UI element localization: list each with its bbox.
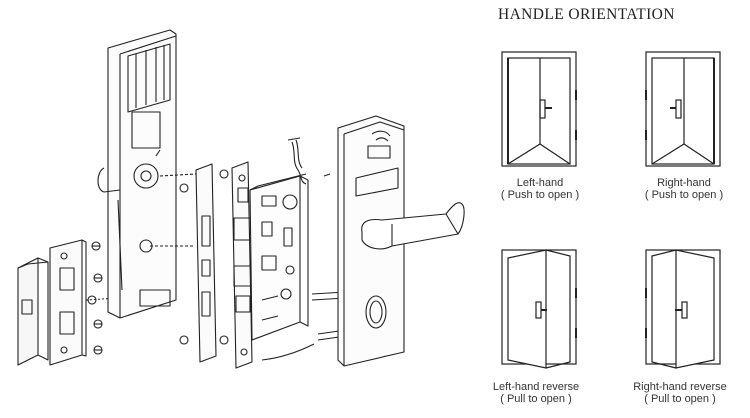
spindle-cables — [150, 149, 197, 247]
exploded-lock-assembly-diagram — [17, 29, 465, 369]
door-diagram-right-hand — [645, 51, 721, 167]
door-label: Left-hand — [516, 177, 564, 189]
door-diagram-left-hand — [501, 51, 577, 167]
caption-right-hand-reverse: Right-hand reverse ( Pull to open ) — [605, 381, 750, 405]
handle-orientation-title: HANDLE ORIENTATION — [498, 6, 675, 23]
mortise-body — [249, 173, 309, 341]
caption-right-hand: Right-hand ( Push to open ) — [609, 177, 750, 201]
strike-plate — [49, 239, 87, 366]
caption-left-hand-reverse: Left-hand reverse ( Pull to open ) — [461, 381, 611, 405]
caption-left-hand: Left-hand ( Push to open ) — [465, 177, 615, 201]
door-label: Left-hand reverse — [492, 381, 580, 393]
outer-escutcheon — [337, 115, 465, 367]
door-label: Right-hand — [657, 177, 711, 189]
escutcheon-screws — [179, 169, 229, 345]
door-diagram-right-hand-reverse — [645, 249, 721, 369]
door-sublabel: ( Pull to open ) — [644, 393, 716, 405]
door-sublabel: ( Push to open ) — [500, 189, 580, 201]
door-sublabel: ( Pull to open ) — [500, 393, 572, 405]
strike-screws — [85, 241, 119, 355]
mortise-front-plate — [231, 161, 253, 369]
inner-escutcheon — [97, 29, 177, 319]
door-label: Right-hand reverse — [633, 381, 727, 393]
face-plate — [195, 163, 217, 363]
wiring — [261, 137, 331, 361]
strike-box — [17, 257, 49, 366]
door-diagram-left-hand-reverse — [501, 249, 577, 369]
door-sublabel: ( Push to open ) — [644, 189, 724, 201]
